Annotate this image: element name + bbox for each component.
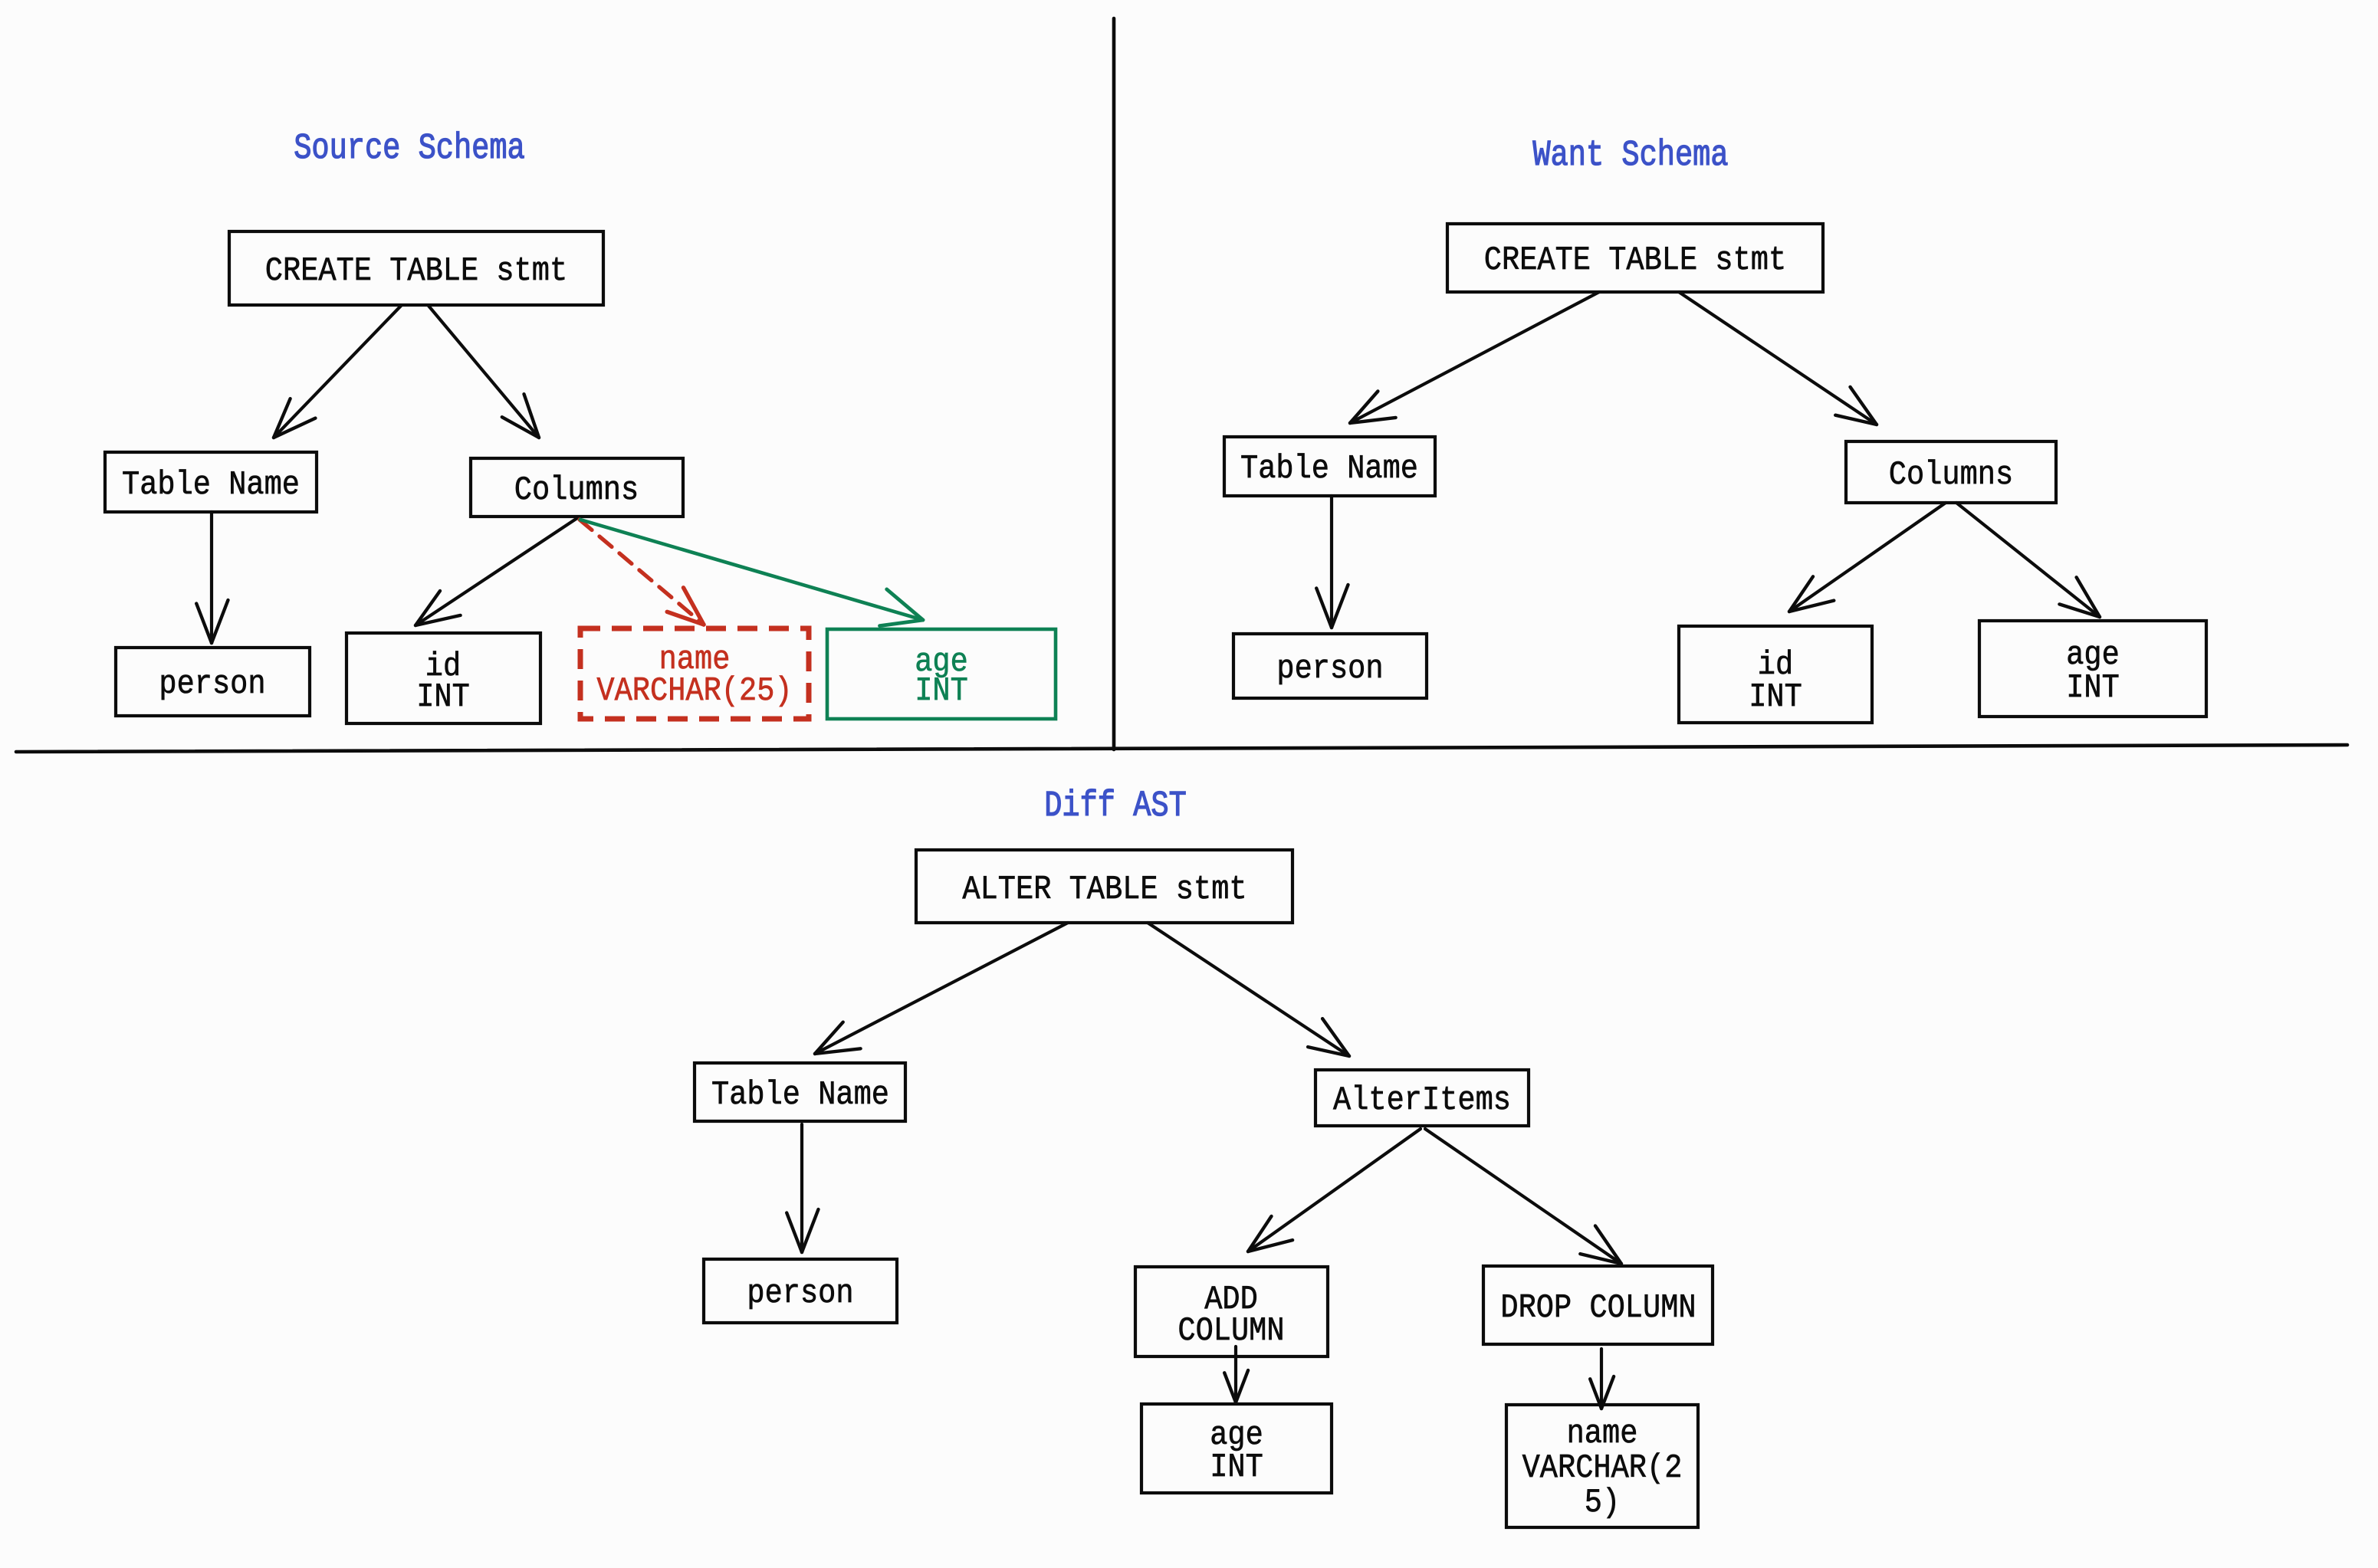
svg-text:Table Name: Table Name — [1240, 450, 1418, 488]
svg-text:person: person — [159, 665, 265, 704]
svg-text:INT: INT — [2066, 669, 2120, 707]
svg-text:person: person — [747, 1274, 853, 1313]
svg-text:COLUMN: COLUMN — [1178, 1312, 1284, 1350]
svg-text:INT: INT — [915, 672, 968, 710]
svg-text:age: age — [1210, 1416, 1263, 1455]
svg-text:AlterItems: AlterItems — [1333, 1081, 1511, 1120]
svg-text:age: age — [2066, 636, 2120, 674]
svg-text:Columns: Columns — [1889, 456, 2013, 494]
svg-text:VARCHAR(25): VARCHAR(25) — [596, 672, 792, 710]
svg-text:VARCHAR(2: VARCHAR(2 — [1522, 1449, 1683, 1488]
svg-text:id: id — [425, 648, 461, 686]
svg-text:5): 5) — [1585, 1484, 1620, 1522]
svg-text:Source Schema: Source Schema — [294, 129, 525, 169]
svg-text:name: name — [659, 641, 731, 679]
svg-text:Table Name: Table Name — [711, 1076, 889, 1114]
svg-text:age: age — [915, 643, 968, 681]
svg-text:DROP COLUMN: DROP COLUMN — [1500, 1289, 1696, 1327]
svg-text:INT: INT — [1210, 1448, 1263, 1487]
svg-text:name: name — [1567, 1415, 1638, 1453]
svg-text:CREATE TABLE stmt: CREATE TABLE stmt — [1484, 241, 1786, 280]
svg-text:id: id — [1758, 646, 1793, 684]
svg-text:Diff AST: Diff AST — [1044, 786, 1187, 827]
svg-text:Columns: Columns — [514, 471, 639, 510]
svg-text:Table Name: Table Name — [122, 466, 300, 504]
svg-text:person: person — [1276, 650, 1383, 688]
svg-text:CREATE TABLE stmt: CREATE TABLE stmt — [265, 252, 567, 290]
svg-text:ADD: ADD — [1204, 1281, 1258, 1319]
svg-text:INT: INT — [416, 678, 470, 717]
svg-text:Want Schema: Want Schema — [1532, 136, 1728, 176]
svg-text:INT: INT — [1749, 678, 1802, 717]
svg-text:ALTER TABLE stmt: ALTER TABLE stmt — [962, 871, 1246, 909]
